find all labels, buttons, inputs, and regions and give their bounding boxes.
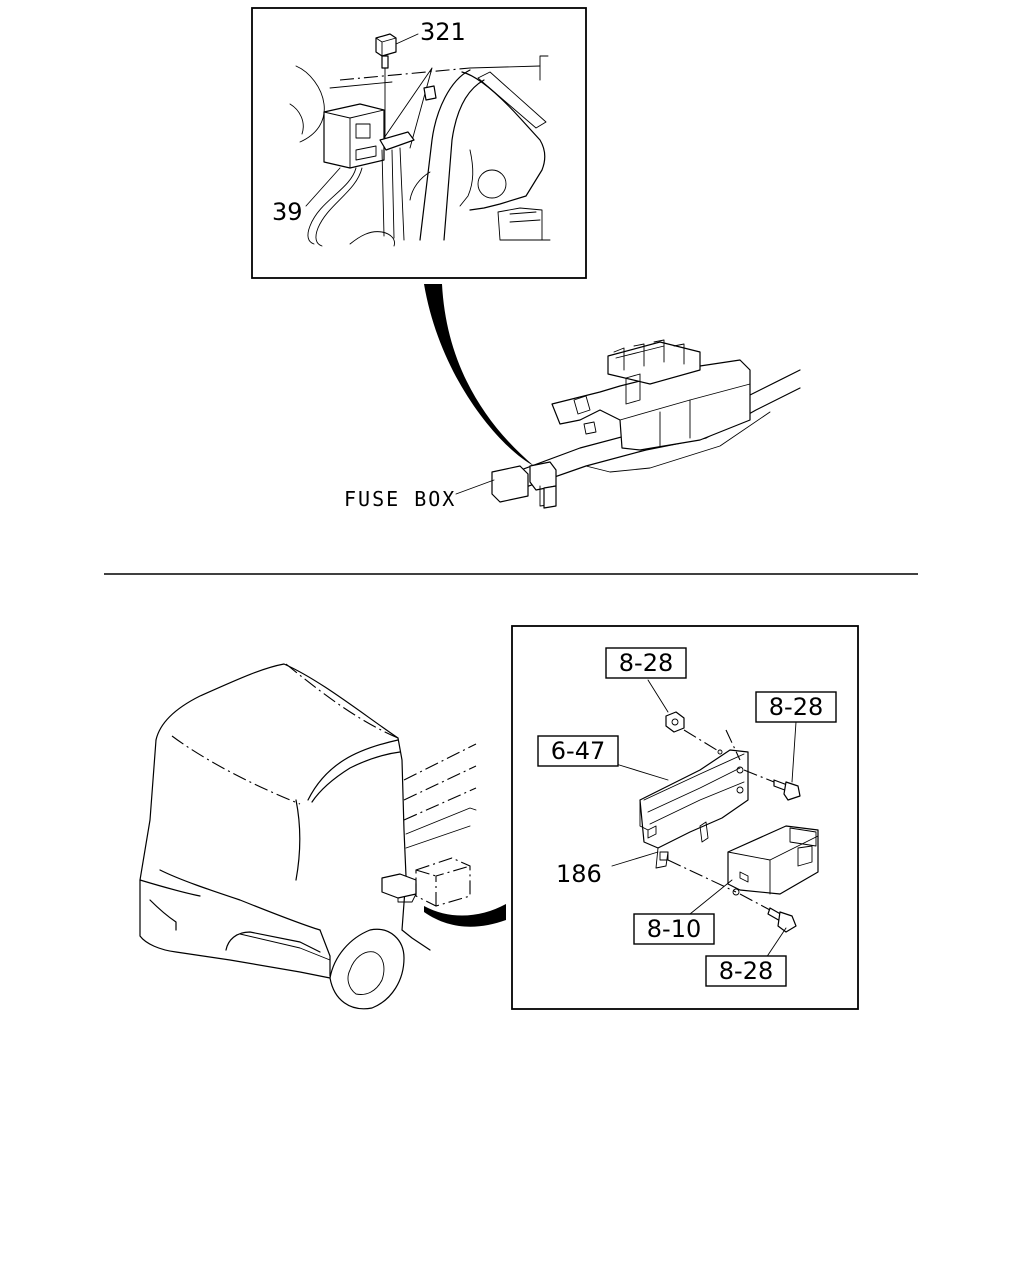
ref-8-28-bottom: 8-28 [719,957,773,985]
fuse-box-8-10 [727,825,819,895]
mount-bracket [383,67,433,149]
steering-column [409,69,551,241]
ref-box-8-28-top [605,647,687,679]
upper-detail-inset [251,7,587,279]
callout-fuse-box: FUSE BOX [344,487,456,511]
dash-panel-curve [295,65,325,143]
bracket-6-47 [639,749,749,869]
ref-box-8-28-right [755,691,837,723]
ref-6-47: 6-47 [551,737,605,765]
lower-pointer-arrow [424,904,506,927]
ref-8-28-right: 8-28 [769,693,823,721]
fuse-box-end [491,465,529,503]
fuse-box-assembly [491,339,801,509]
nut-8-28 [665,711,685,733]
bolt-8-28-bottom [767,907,797,933]
relay-module-39 [323,103,385,169]
ref-box-8-28-bottom [705,955,787,987]
callout-39: 39 [272,198,303,226]
fuse-box-leader [455,479,495,495]
upper-inset-frame [251,7,587,279]
truck-fuse-box-marker [381,873,417,899]
ref-8-28-top: 8-28 [619,649,673,677]
ref-box-8-10 [633,913,715,945]
clip [423,85,437,101]
callout-321: 321 [420,18,466,46]
bolt-321 [375,33,397,69]
wire-harness [307,167,357,245]
callout-186: 186 [556,860,602,888]
ref-8-10: 8-10 [647,915,701,943]
ref-box-6-47 [537,735,619,767]
truck-cab [139,663,477,1010]
inset-pointer-arrow [424,284,534,466]
lower-detail-inset [511,625,859,1010]
bolt-8-28-right [773,779,801,801]
